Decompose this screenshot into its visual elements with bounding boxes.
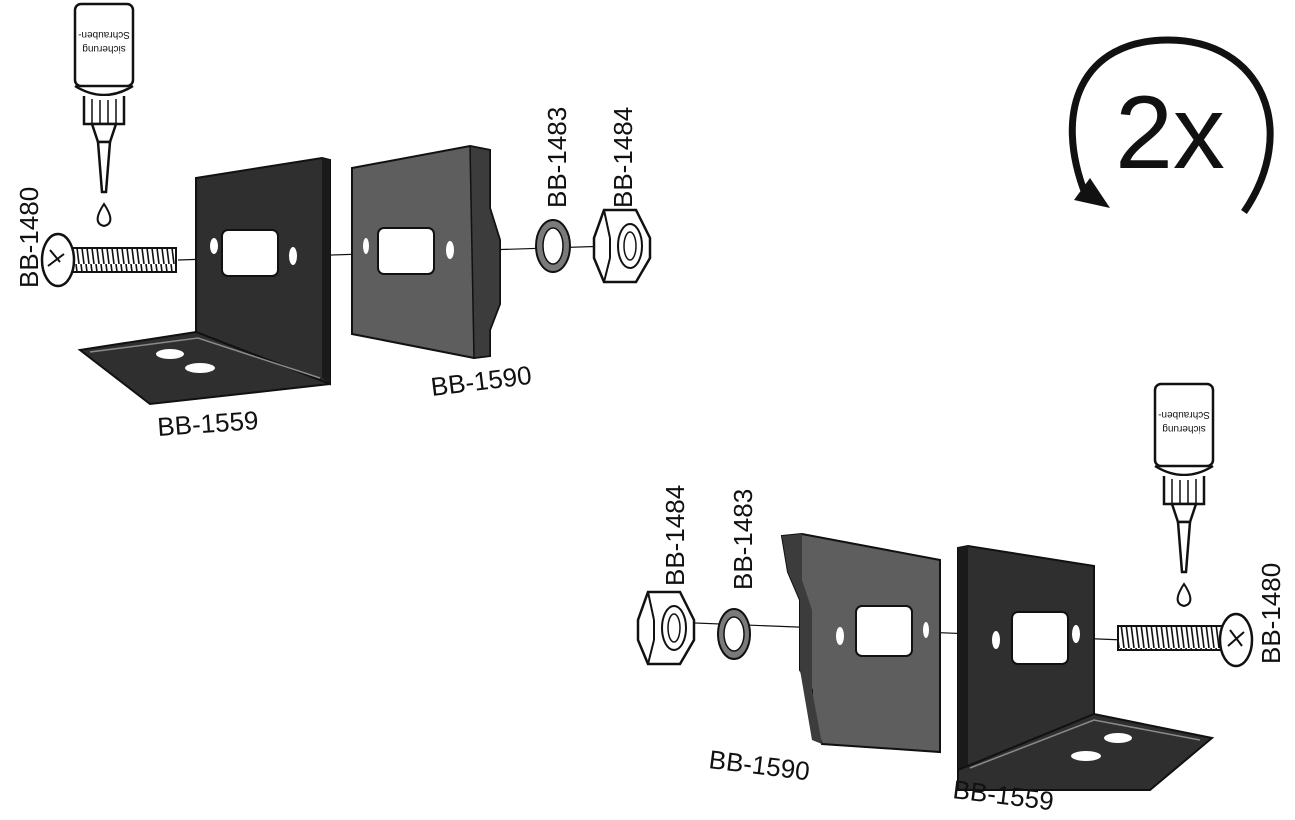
label-spacer-plate: BB-1590: [429, 360, 533, 402]
label-spacer-plate: BB-1590: [707, 744, 811, 786]
washer-icon: [717, 608, 751, 660]
bracket-icon: [957, 544, 1215, 791]
rotate-arrow-icon: [1068, 36, 1274, 214]
nut-icon: [636, 590, 696, 666]
spacer-plate-icon: [351, 144, 501, 360]
threadlocker-text-2: sicherung: [82, 43, 125, 54]
assembly-bottom: Schrauben- sicherung: [636, 382, 1286, 816]
label-nut: BB-1484: [608, 107, 638, 208]
screw-icon: [40, 232, 177, 288]
screw-icon: [1117, 612, 1254, 668]
quantity-text: 2x: [1115, 75, 1225, 191]
label-screw: BB-1480: [1256, 563, 1286, 664]
label-bracket: BB-1559: [156, 405, 259, 442]
threadlocker-text-1: Schrauben-: [78, 29, 130, 40]
washer-icon: [535, 219, 571, 273]
spacer-plate-icon: [780, 532, 941, 754]
threadlocker-text-1: Schrauben-: [1158, 409, 1210, 420]
quantity-indicator: 2x: [1068, 36, 1274, 214]
label-washer: BB-1483: [542, 107, 572, 208]
label-screw: BB-1480: [14, 187, 44, 288]
label-washer: BB-1483: [728, 489, 758, 590]
bracket-icon: [77, 156, 331, 406]
label-nut: BB-1484: [660, 485, 690, 586]
threadlocker-text-2: sicherung: [1162, 423, 1205, 434]
nut-icon: [592, 208, 652, 284]
assembly-top: Schrauben- sicherung: [14, 2, 652, 442]
